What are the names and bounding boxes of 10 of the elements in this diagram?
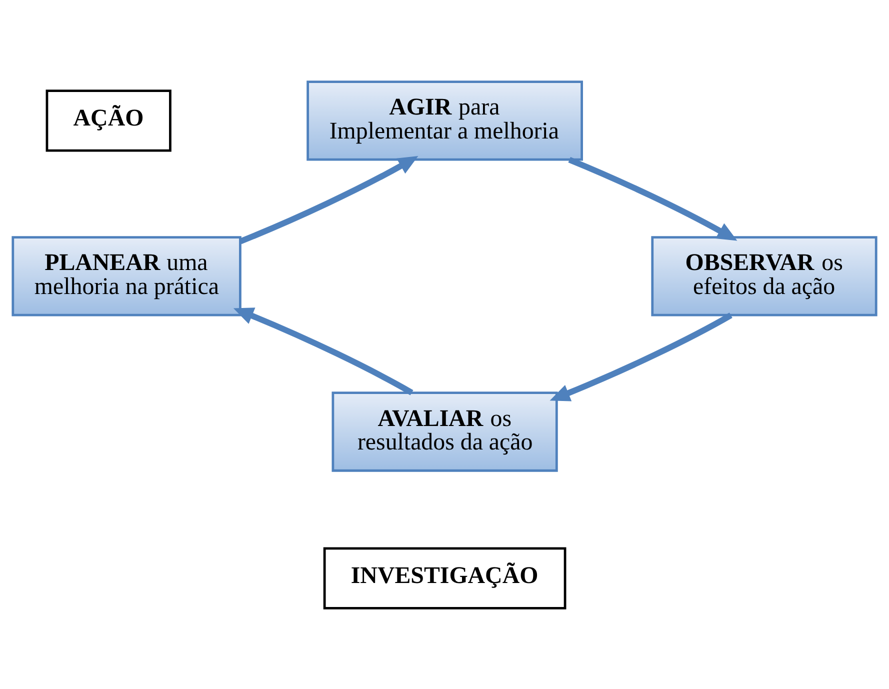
node-box: AÇÃO bbox=[46, 89, 172, 152]
arrow bbox=[568, 156, 738, 240]
node-box: AVALIAR os resultados da ação bbox=[332, 391, 558, 472]
node-box: AGIR para Implementar a melhoria bbox=[306, 80, 583, 160]
arrow bbox=[550, 312, 732, 401]
arrow bbox=[233, 307, 414, 395]
node-box: INVESTIGAÇÃO bbox=[323, 546, 566, 609]
node-box: PLANEAR uma melhoria na prática bbox=[12, 236, 242, 316]
node-box: OBSERVAR os efeitos da ação bbox=[651, 236, 878, 316]
arrow bbox=[239, 156, 418, 244]
